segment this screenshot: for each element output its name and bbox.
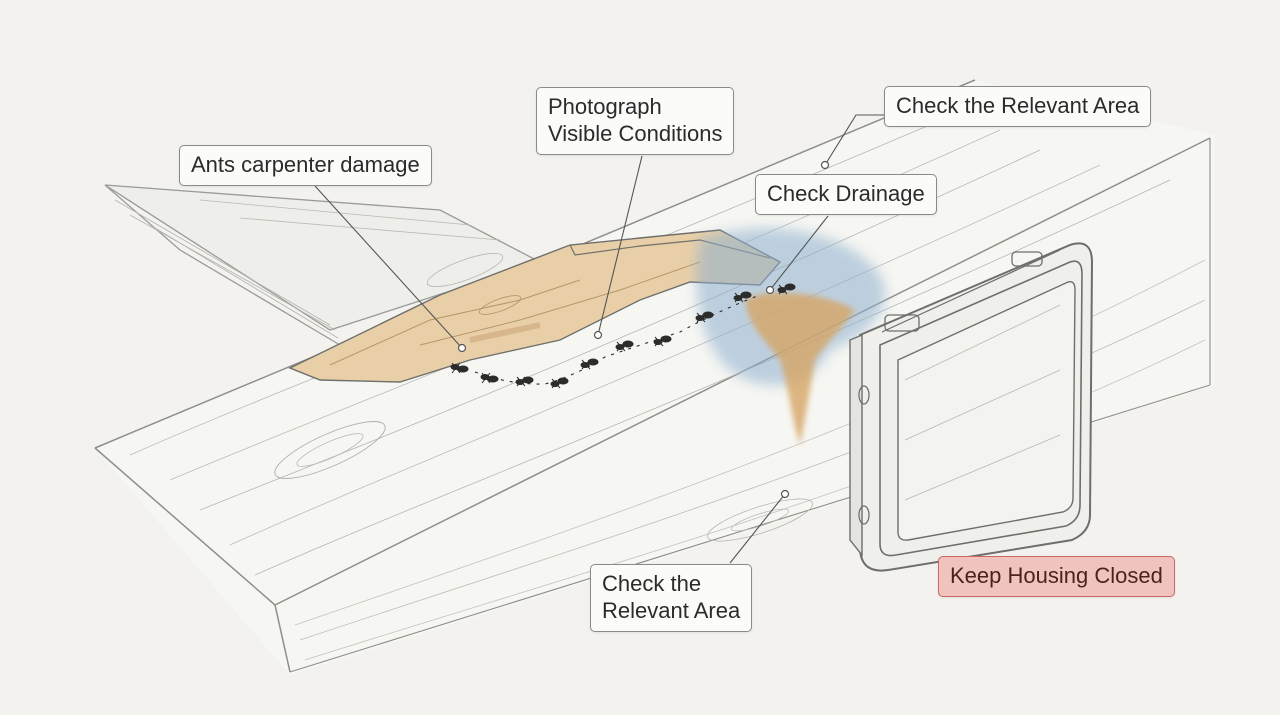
housing-box-icon <box>849 242 1094 572</box>
leader-points <box>457 160 830 499</box>
ant-icon <box>653 335 672 347</box>
callout-keep-housing-closed: Keep Housing Closed <box>938 556 1175 597</box>
ant-icon <box>450 362 469 374</box>
callout-text: Ants carpenter damage <box>191 152 420 177</box>
callout-text-line2: Relevant Area <box>602 597 741 623</box>
callout-photograph: Photograph Visible Conditions <box>536 87 735 155</box>
callout-text-line1: Check the <box>602 571 702 596</box>
ant-icon <box>777 283 796 295</box>
ant-icon <box>615 340 634 352</box>
ant-icon <box>480 372 499 384</box>
callout-drainage: Check Drainage <box>755 174 937 215</box>
leader-lines <box>314 114 885 564</box>
callout-text-line1: Photograph <box>548 94 662 119</box>
callout-ants-damage: Ants carpenter damage <box>179 145 432 186</box>
callout-text-line2: Visible Conditions <box>548 120 723 146</box>
main-beam <box>94 79 1215 675</box>
callout-text: Check Drainage <box>767 181 925 206</box>
ant-icon <box>515 376 534 387</box>
callout-relevant-area-bottom: Check the Relevant Area <box>590 564 753 632</box>
ant-icon <box>733 291 752 303</box>
crossbeam <box>104 184 542 346</box>
ant-trail <box>450 283 796 389</box>
ant-icon <box>580 358 599 370</box>
callout-text: Check the Relevant Area <box>896 93 1140 118</box>
ant-icon <box>695 311 714 323</box>
water-stain <box>696 227 886 445</box>
ant-icon <box>550 377 569 389</box>
callout-text: Keep Housing Closed <box>950 563 1163 588</box>
callout-relevant-area-top: Check the Relevant Area <box>884 86 1152 127</box>
